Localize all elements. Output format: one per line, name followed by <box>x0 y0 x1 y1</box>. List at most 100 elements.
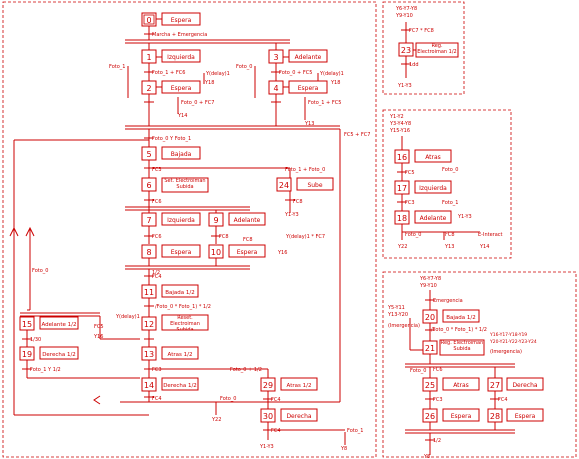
label-y18b: Y18 <box>330 80 340 86</box>
step-23-action-box <box>415 42 459 58</box>
step-4-number: 4 <box>273 84 278 93</box>
label-fc6b: FC6 <box>152 234 162 240</box>
step-30-action: Derecha <box>286 413 311 420</box>
step-23: 23 Reg. Electroiman 1/2 <box>398 42 459 58</box>
step-14-action: Derecha 1/2 <box>163 383 197 389</box>
label-fc8: FC8 <box>293 199 303 205</box>
step-29-action: Atras 1/2 <box>287 383 312 389</box>
step-16-number: 16 <box>397 153 407 162</box>
step-18-action: Adelante <box>420 215 447 222</box>
step-17-number: 17 <box>397 184 407 193</box>
label-fc6c: FC6 <box>433 367 443 373</box>
step-2-action: Espera <box>171 85 192 92</box>
connection-lines <box>9 22 515 455</box>
label-foto0f: Foto_0 <box>410 368 426 374</box>
step-15-action: Adelante 1/2 <box>41 322 76 328</box>
step-10-number: 10 <box>211 248 221 257</box>
label-y13y20: Y13-Y20 <box>387 312 408 318</box>
label-fc4e: FC4 <box>498 397 508 403</box>
step-27-action-box <box>506 377 544 391</box>
step-7: 7 Izquierda <box>141 212 201 227</box>
step-19-action: Derecha 1/2 <box>42 352 76 358</box>
step-14: 14 Derecha 1/2 <box>141 377 199 392</box>
step-0-action: Espera <box>171 17 192 24</box>
step-19: 19 Derecha 1/2 <box>19 346 79 361</box>
step-26-action-box <box>442 408 480 422</box>
step-7-action: Izquierda <box>167 217 195 224</box>
step-23-action: Reg. Electroiman 1/2 <box>417 43 457 55</box>
label-emerg: Emergencia <box>433 298 463 304</box>
step-14-action-box <box>161 377 199 391</box>
step-19-action-box <box>39 346 79 360</box>
label-y8b: Y8 <box>423 454 430 459</box>
step-3: 3 Adelante <box>268 49 328 64</box>
label-hdr16b: Y3-Y4-Y8 <box>389 121 411 127</box>
step-13-number: 13 <box>144 350 154 359</box>
label-y8: Y8 <box>340 446 347 452</box>
step-10-action: Espera <box>237 249 258 256</box>
step-14-number: 14 <box>144 381 154 390</box>
step-21: 21 Reg. Electroiman Subida <box>422 339 485 356</box>
step-24a-number: 24 <box>279 181 289 190</box>
label-foto0b: Foto_0 <box>32 268 48 274</box>
step-11-number: 11 <box>144 288 154 297</box>
step-0-action-box <box>161 12 201 26</box>
label-cond1: Foto_1 + FC6 <box>152 70 185 76</box>
panel-20-border <box>382 271 577 458</box>
step-1-number: 1 <box>146 53 151 62</box>
label-x12b: 1/2 <box>433 438 441 444</box>
label-foto1a: Foto_1 <box>109 64 125 70</box>
step-18-action-box <box>414 210 452 224</box>
label-y18a: Y18 <box>204 80 214 86</box>
label-c4: Foto_1 + FC5 <box>308 100 341 106</box>
step-8-action-box <box>161 244 201 258</box>
step-19-number: 19 <box>22 350 32 359</box>
label-marcha: Marcha + Emergencia <box>152 32 207 38</box>
label-foto0d: Foto_0 <box>442 167 458 173</box>
step-28: 28 Espera <box>487 408 544 423</box>
label-hdr23b: Y9-Y10 <box>395 13 413 19</box>
step-29: 29 Atras 1/2 <box>260 377 318 392</box>
label-y14b: Y14 <box>479 244 489 250</box>
label-ydelay2: Y(delay)1 <box>319 71 344 77</box>
label-cmid: /Foto_0 * Foto_1) * 1/2 <box>155 304 211 310</box>
step-4: 4 Espera <box>268 80 328 95</box>
label-ylist1: Y16-Y17-Y18-Y19 <box>489 332 527 338</box>
label-y16b: Y16 <box>93 334 103 340</box>
step-9-action-box <box>228 212 266 226</box>
step-25-number: 25 <box>425 381 435 390</box>
label-y5y11: Y5-Y11 <box>387 305 405 311</box>
label-ylist2: Y20-Y21-Y22-Y23-Y24 <box>489 339 537 345</box>
step-4-action-box <box>288 80 328 94</box>
step-9-action: Adelante <box>234 217 261 224</box>
step-27: 27 Derecha <box>487 377 544 392</box>
label-foto1d: Foto_1 <box>442 200 458 206</box>
label-fc4: FC4 <box>152 274 162 280</box>
label-fc3: FC3 <box>152 167 162 173</box>
step-20-number: 20 <box>425 313 435 322</box>
step-30-action-box <box>280 408 318 422</box>
label-imerg2: (Imergencia) <box>490 349 522 355</box>
label-foto1c: Foto_1 <box>347 428 363 434</box>
step-3-number: 3 <box>273 53 278 62</box>
step-29-action-box <box>280 377 318 391</box>
label-cmid2: /Foto_0 * Foto_1) * 1/2 <box>431 327 487 333</box>
label-y13b: Y13 <box>444 244 454 250</box>
step-8: 8 Espera <box>141 244 201 259</box>
step-24a: 24 Sube <box>276 177 334 192</box>
transition-labels: Marcha + Emergencia Foto_1 Foto_0 Foto_1… <box>30 6 537 459</box>
step-6-number: 6 <box>146 181 151 190</box>
label-f1y: Foto_1 Y 1/2 <box>30 367 61 373</box>
step-21-action-box <box>439 339 485 356</box>
step-5-action: Bajada <box>171 151 192 158</box>
step-18-number: 18 <box>397 214 407 223</box>
step-26-action: Espera <box>451 413 472 420</box>
step-16-action-box <box>414 149 452 163</box>
step-17-action: Izquierda <box>419 185 447 192</box>
step-12-action-box <box>161 314 209 331</box>
step-1-action-box <box>161 49 201 63</box>
step-2-number: 2 <box>146 84 151 93</box>
step-5-action-box <box>161 146 201 160</box>
